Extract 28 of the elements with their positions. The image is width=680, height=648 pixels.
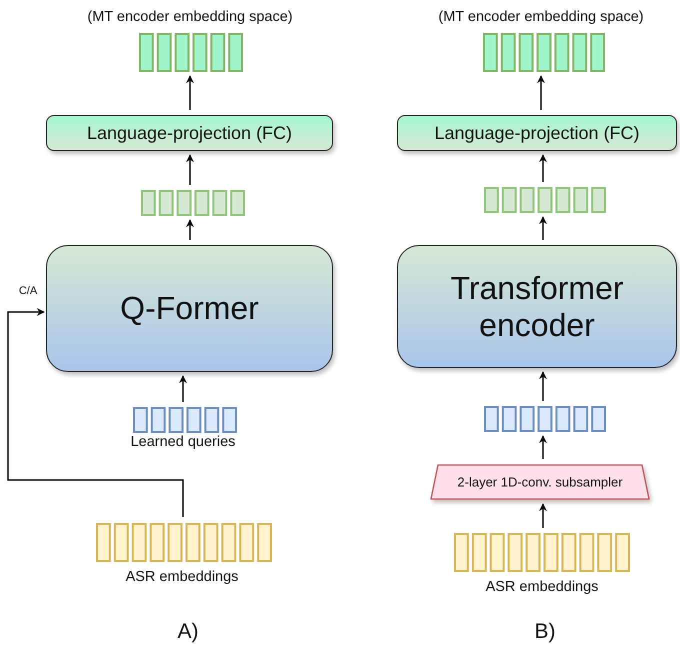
node-label: (MT encoder embedding space) bbox=[438, 9, 644, 25]
block-label: 2-layer 1D-conv. subsampler bbox=[457, 474, 623, 490]
panel-label: B) bbox=[534, 620, 556, 644]
encoder-block bbox=[46, 245, 333, 372]
edge-label: C/A bbox=[18, 285, 38, 297]
arrow bbox=[7, 308, 184, 517]
arrow bbox=[186, 75, 194, 110]
arrow bbox=[186, 219, 194, 240]
arrow bbox=[539, 154, 547, 182]
arrow bbox=[179, 375, 187, 402]
block-label: Transformer encoder bbox=[449, 270, 625, 344]
projection-block bbox=[397, 115, 677, 151]
node-label: Learned queries bbox=[130, 434, 236, 450]
encoder-block bbox=[397, 245, 677, 368]
arrow bbox=[537, 75, 545, 110]
node-label: ASR embeddings bbox=[126, 569, 238, 585]
block-label: Language-projection (FC) bbox=[433, 122, 641, 144]
projection-block bbox=[46, 115, 333, 151]
node-label: (MT encoder embedding space) bbox=[87, 9, 293, 25]
node-label: ASR embeddings bbox=[486, 579, 598, 595]
arrow bbox=[186, 154, 194, 185]
arrow bbox=[539, 216, 547, 240]
block-label: Q-Former bbox=[119, 290, 260, 327]
arrow bbox=[539, 371, 547, 401]
arrow bbox=[539, 503, 547, 528]
block-label: Language-projection (FC) bbox=[86, 122, 294, 144]
arrow bbox=[539, 435, 547, 459]
panel-label: A) bbox=[178, 620, 198, 644]
